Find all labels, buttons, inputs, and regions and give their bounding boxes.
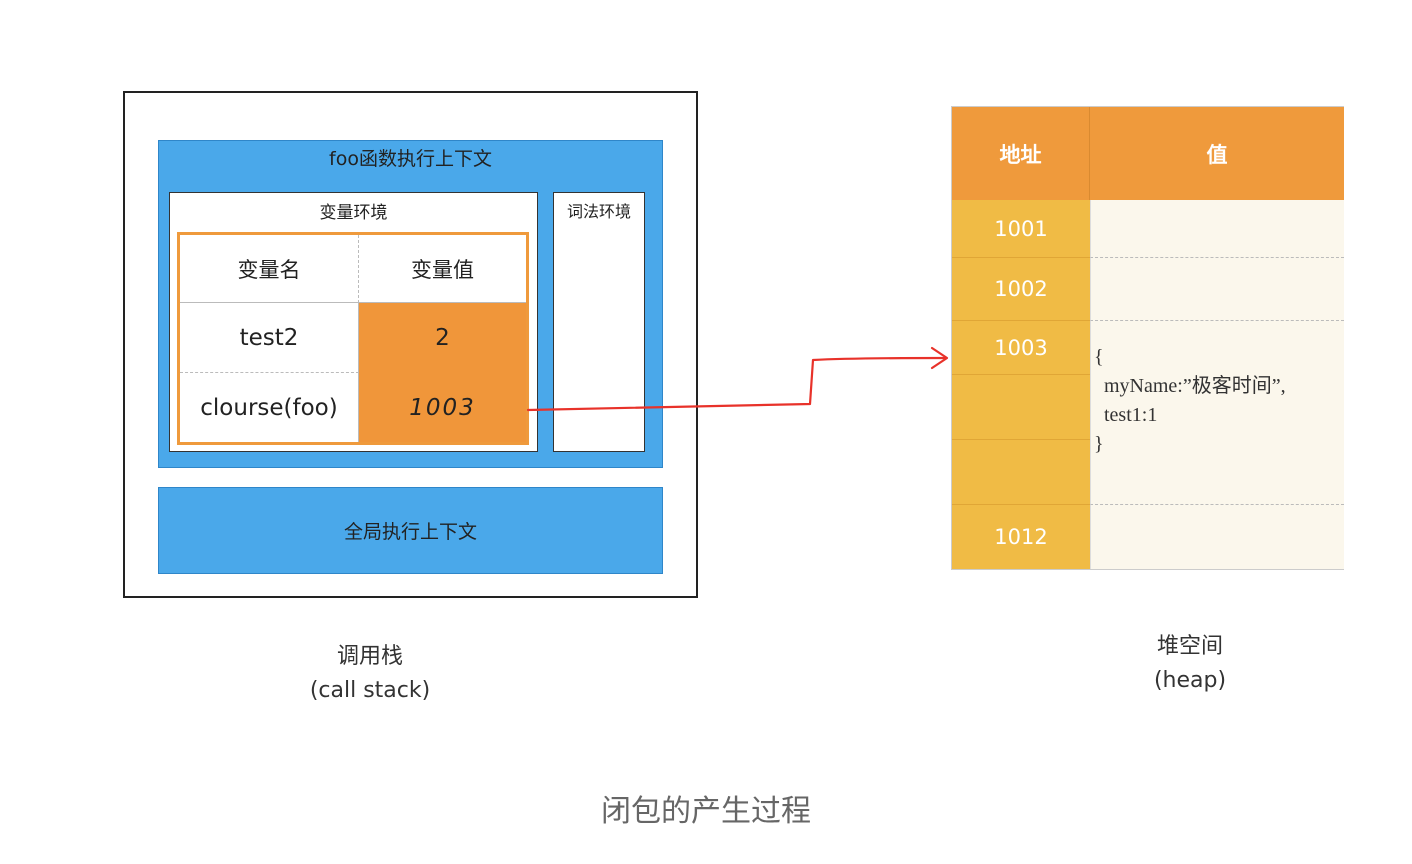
variable-value-header: 变量值 [359,235,526,303]
heap-address-cell: 1001 [952,200,1090,258]
variable-table: 变量名 变量值 test2 2 clourse(foo) 1003 [177,232,529,445]
heap-address-cell: 1012 [952,505,1090,569]
heap-label: 堆空间 (heap) [1090,630,1290,698]
heap-label-zh: 堆空间 [1156,634,1223,659]
variable-value-cell: 2 [359,303,526,373]
heap-address-cell-empty [952,440,1090,505]
lexical-environment-title: 词法环境 [566,202,631,221]
heap-value-cell [1090,505,1344,569]
figure-caption: 闭包的产生过程 [601,794,811,829]
heap-address-cell: 1002 [952,258,1090,321]
variable-name-cell: test2 [180,303,359,373]
heap-value-cell [1090,258,1344,321]
heap-address-cell-empty [952,375,1090,440]
variable-value-cell: 1003 [359,373,526,442]
heap-address-header: 地址 [952,107,1090,200]
call-stack-label-en: (call stack) [309,678,431,703]
foo-context-title: foo函数执行上下文 [329,148,492,170]
variable-name-header: 变量名 [180,235,359,303]
heap-object-cell [1090,321,1344,505]
heap-value-header: 值 [1090,107,1344,200]
variable-environment-title: 变量环境 [319,203,388,223]
variable-name-cell: clourse(foo) [180,373,359,442]
heap-table: 地址 值 1001 1002 1003 1012 [951,106,1344,570]
global-execution-context: 全局执行上下文 [158,487,663,574]
call-stack-label-zh: 调用栈 [336,644,403,669]
call-stack-label: 调用栈 (call stack) [270,640,470,708]
heap-value-cell [1090,200,1344,258]
heap-label-en: (heap) [1153,668,1227,693]
reference-arrowhead [930,346,949,370]
heap-object-text: { myName:”极客时间”, test1:1 } [1094,346,1286,455]
heap-address-cell: 1003 [952,321,1090,375]
reference-arrow-line [526,356,947,412]
